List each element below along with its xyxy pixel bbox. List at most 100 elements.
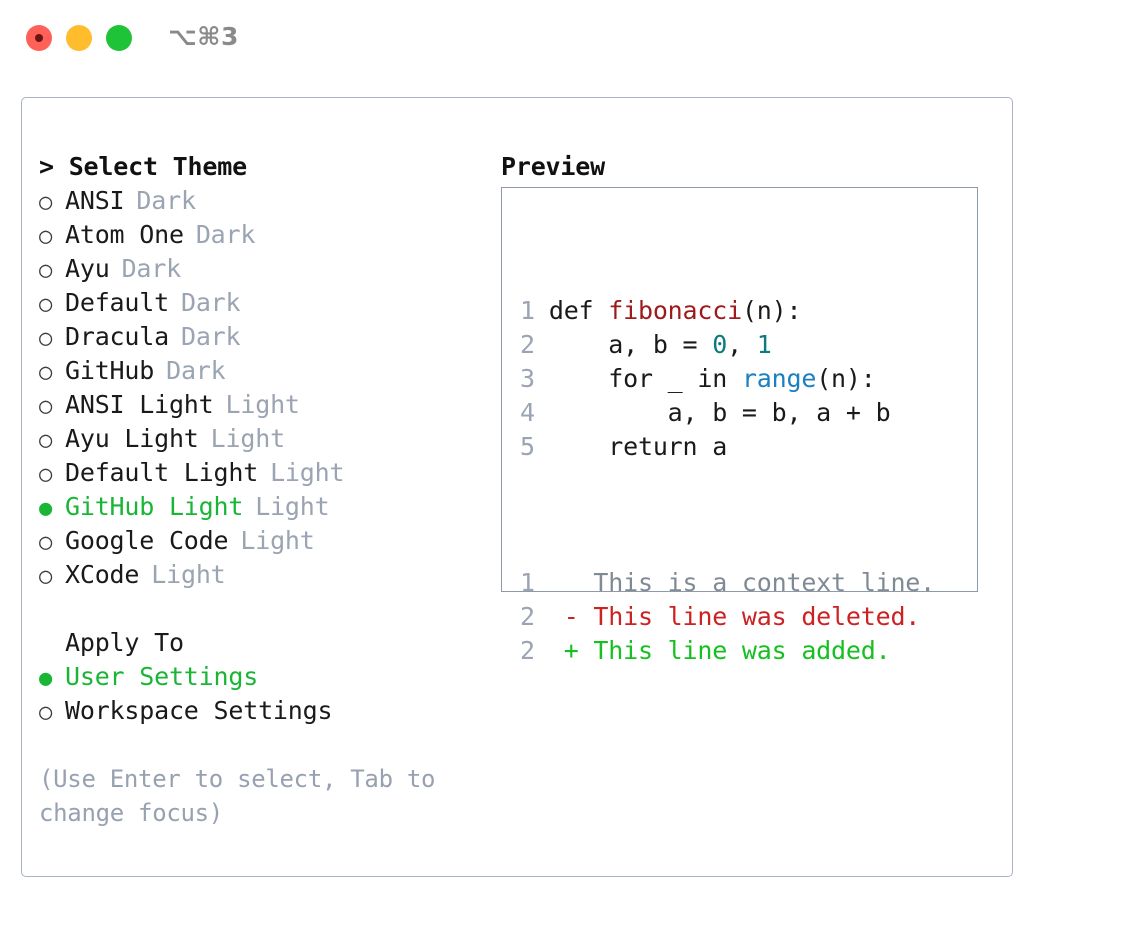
theme-option-tag: Light — [270, 458, 345, 487]
code-line: 2 a, b = 0, 1 — [520, 328, 935, 362]
code-token: a, b = b, a + b — [548, 398, 891, 427]
theme-option-label: Google Code — [65, 526, 229, 555]
title-bar: ⌥⌘3 — [0, 0, 1140, 78]
diff-sign — [564, 568, 579, 597]
code-token: , — [727, 330, 757, 359]
radio-unselected-icon: ○ — [39, 360, 53, 385]
apply-to-heading-text: Apply To — [65, 628, 184, 657]
code-token: (n): — [816, 364, 876, 393]
theme-option-tag: Light — [240, 526, 315, 555]
apply-to-option-list[interactable]: ● User Settings ○Workspace Settings — [39, 660, 479, 728]
preview-column: Preview — [501, 150, 996, 184]
theme-option-ansi-light[interactable]: ○ ANSI Light Light — [39, 388, 479, 422]
theme-option-tag: Light — [255, 492, 330, 521]
close-button[interactable] — [26, 25, 52, 51]
code-line: 4 a, b = b, a + b — [520, 396, 935, 430]
theme-option-dracula[interactable]: ○ Dracula Dark — [39, 320, 479, 354]
line-number: 1 — [520, 568, 535, 597]
radio-unselected-icon: ○ — [39, 700, 53, 725]
code-token: 1 — [756, 330, 772, 359]
radio-unselected-icon: ○ — [39, 326, 53, 351]
theme-option-label: Dracula — [65, 322, 169, 351]
theme-option-tag: Dark — [136, 186, 196, 215]
line-number: 2 — [520, 330, 535, 359]
theme-option-tag: Light — [210, 424, 285, 453]
theme-option-label: Default Light — [65, 458, 259, 487]
minimize-button[interactable] — [66, 25, 92, 51]
keyboard-hint: (Use Enter to select, Tab to change focu… — [39, 762, 449, 830]
radio-unselected-icon: ○ — [39, 258, 53, 283]
code-token: fibonacci — [608, 296, 742, 325]
theme-option-label: XCode — [65, 560, 140, 589]
radio-unselected-icon: ○ — [39, 224, 53, 249]
theme-option-label: Ayu — [65, 254, 110, 283]
line-number: 1 — [520, 296, 535, 325]
theme-option-tag: Dark — [195, 220, 256, 249]
gutter-space — [534, 636, 564, 665]
theme-option-xcode[interactable]: ○ XCode Light — [39, 558, 479, 592]
maximize-button[interactable] — [106, 25, 132, 51]
radio-unselected-icon: ○ — [39, 564, 53, 589]
apply-to-option-workspace-settings[interactable]: ○Workspace Settings — [39, 694, 479, 728]
theme-option-tag: Light — [151, 560, 226, 589]
select-theme-heading: > Select Theme — [39, 152, 247, 181]
gutter-space — [534, 602, 564, 631]
code-line: 5 return a — [520, 430, 935, 464]
gutter-space — [534, 364, 549, 393]
diff-line: 1 This is a context line. — [520, 566, 935, 600]
theme-option-ayu[interactable]: ○ Ayu Dark — [39, 252, 479, 286]
code-line: 3 for _ in range(n): — [520, 362, 935, 396]
theme-option-tag: Light — [225, 390, 300, 419]
line-number: 5 — [520, 432, 535, 461]
apply-to-option-label: User Settings — [65, 662, 259, 691]
keyboard-shortcut-label: ⌥⌘3 — [168, 22, 239, 51]
theme-option-tag: Dark — [166, 356, 226, 385]
theme-option-label: Atom One — [65, 220, 184, 249]
theme-option-label: ANSI Light — [65, 390, 214, 419]
line-number: 3 — [520, 364, 535, 393]
code-token: return a — [548, 432, 728, 461]
gutter-space — [534, 330, 549, 359]
radio-selected-icon: ● — [39, 666, 53, 691]
gutter-space — [534, 296, 549, 325]
theme-option-atom-one[interactable]: ○ Atom One Dark — [39, 218, 479, 252]
gutter-space — [534, 432, 549, 461]
code-token: a, b = — [548, 330, 713, 359]
radio-unselected-icon: ○ — [39, 428, 53, 453]
diff-text: This line was added. — [578, 636, 891, 665]
spacer — [39, 592, 479, 626]
code-token: range — [741, 364, 817, 393]
apply-to-option-user-settings[interactable]: ● User Settings — [39, 660, 479, 694]
radio-unselected-icon: ○ — [39, 394, 53, 419]
code-token: 0 — [712, 330, 728, 359]
hint-line-1: (Use Enter to select, Tab to — [39, 765, 436, 793]
diff-sample: 1 This is a context line.2 - This line w… — [520, 566, 935, 668]
diff-sign: + — [563, 636, 579, 665]
diff-line: 2 - This line was deleted. — [520, 600, 935, 634]
code-token: (n): — [741, 296, 802, 325]
theme-option-tag: Dark — [180, 322, 241, 351]
apply-to-heading: Apply To — [39, 626, 479, 660]
radio-unselected-icon: ○ — [39, 190, 53, 215]
line-number: 2 — [520, 602, 535, 631]
diff-line: 2 + This line was added. — [520, 634, 935, 668]
code-token: for _ in — [548, 364, 742, 393]
line-number: 4 — [520, 398, 535, 427]
radio-selected-icon: ● — [39, 496, 53, 521]
hint-line-2: change focus) — [39, 799, 223, 827]
theme-option-tag: Dark — [121, 254, 182, 283]
radio-unselected-icon: ○ — [39, 292, 53, 317]
spacer — [39, 728, 479, 762]
